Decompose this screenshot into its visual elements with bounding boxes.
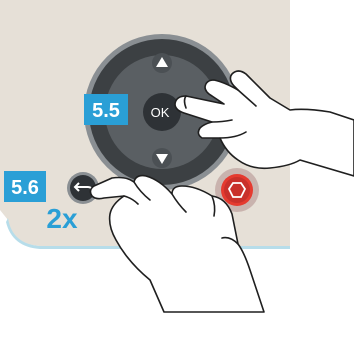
panel-edge-stripe (6, 218, 290, 249)
ok-label: OK (151, 105, 170, 120)
hand-pressing-back-illustration (89, 174, 265, 313)
back-repeat-count: 2x (46, 203, 78, 234)
hand-pressing-ok-illustration (174, 70, 354, 177)
step-number-5-6: 5.6 (11, 177, 39, 199)
stop-button[interactable] (215, 168, 259, 212)
step-badge-5-6: 5.6 (4, 171, 46, 202)
step-badge-5-5: 5.5 (84, 94, 128, 125)
triangle-down-icon (156, 154, 168, 164)
step-number-5-5: 5.5 (92, 100, 120, 122)
triangle-up-icon (156, 57, 168, 67)
ok-button[interactable]: OK (143, 93, 181, 131)
up-button[interactable] (152, 53, 172, 73)
stop-icon (227, 182, 247, 198)
down-button[interactable] (152, 148, 172, 168)
